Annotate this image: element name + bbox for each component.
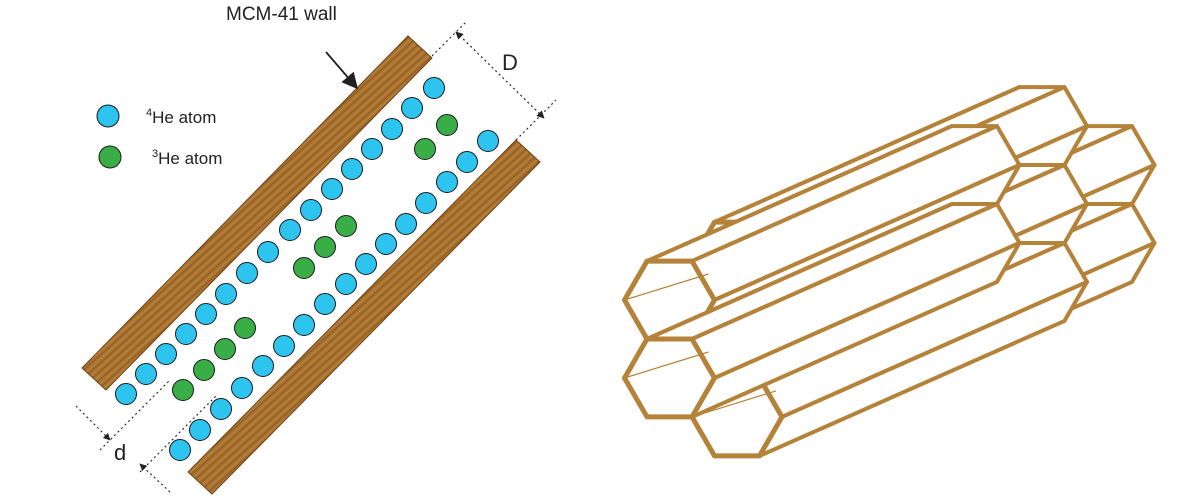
he4-atom — [423, 77, 445, 99]
he4-atom — [415, 192, 437, 214]
he4-atom — [236, 262, 258, 284]
he4-atom — [293, 314, 315, 336]
he4-atom — [231, 377, 253, 399]
he4-atom — [355, 253, 377, 275]
mcm41-wall-upper — [81, 35, 433, 391]
he4-atom — [335, 273, 357, 295]
atom-spacing-label: d — [114, 440, 126, 465]
he4-atom — [279, 219, 301, 241]
spacing-arrow-in-2 — [139, 463, 171, 493]
tube-inner-line — [624, 273, 709, 301]
he4-atom — [321, 178, 343, 200]
he3-atom — [314, 236, 336, 258]
he4-atom — [215, 283, 237, 305]
legend-text-he3: He atom — [158, 149, 222, 168]
he3-atom — [172, 379, 194, 401]
legend: 4He atom 3He atom — [96, 104, 222, 169]
he4-atom — [169, 439, 191, 461]
he4-atom — [300, 199, 322, 221]
legend-isotope-he3: 3 — [152, 148, 158, 160]
he4-atom — [477, 130, 499, 152]
pore-panel: MCM-41 wall D d 4He atom 3He ato — [75, 4, 557, 495]
he4-atom — [273, 335, 295, 357]
he3-atom — [335, 215, 357, 237]
mcm41-wall-lower — [187, 139, 541, 495]
spacing-ext-1 — [99, 379, 171, 451]
pore-diameter-label: D — [502, 50, 518, 75]
he4-atom — [314, 293, 336, 315]
tube-front-face — [622, 336, 717, 420]
he4-atom — [395, 213, 417, 235]
legend-item-he4: 4He atom — [96, 104, 216, 128]
legend-swatch-he3 — [98, 145, 122, 169]
he4-atom — [456, 151, 478, 173]
he4-atom — [189, 419, 211, 441]
legend-text-he4: He atom — [152, 108, 216, 127]
spacing-arrow-in-1 — [75, 405, 111, 441]
he3-atom — [293, 257, 315, 279]
pore-diameter-ext-top — [431, 21, 467, 57]
he4-atom — [210, 398, 232, 420]
legend-item-he3: 3He atom — [98, 145, 222, 169]
he4-atom — [155, 343, 177, 365]
he3-atom — [414, 138, 436, 160]
hexagonal-pore-array — [622, 85, 1157, 459]
he4-atom — [381, 118, 403, 140]
he4-atom — [361, 138, 383, 160]
he3-atom — [234, 317, 256, 339]
legend-label-he4: 4He atom — [146, 107, 216, 127]
legend-isotope-he4: 4 — [146, 107, 152, 119]
pore-diameter-ext-bottom — [515, 99, 557, 141]
he4-atom — [195, 303, 217, 325]
he4-atom — [257, 241, 279, 263]
he4-atom — [375, 233, 397, 255]
pore-diameter-dimension — [455, 31, 545, 119]
wall-pointer-arrow — [325, 51, 359, 90]
he3-atom — [214, 338, 236, 360]
legend-label-he3: 3He atom — [152, 148, 222, 168]
he4-atom — [115, 383, 137, 405]
legend-swatch-he4 — [96, 104, 120, 128]
atom-group — [115, 77, 499, 461]
he4-atom — [175, 323, 197, 345]
he3-atom — [193, 359, 215, 381]
he4-atom — [436, 171, 458, 193]
wall-label: MCM-41 wall — [226, 4, 337, 25]
he3-atom — [436, 114, 458, 136]
he4-atom — [135, 363, 157, 385]
he4-atom — [252, 355, 274, 377]
he4-atom — [341, 158, 363, 180]
tube-inner-line — [624, 351, 709, 379]
he4-atom — [401, 97, 423, 119]
